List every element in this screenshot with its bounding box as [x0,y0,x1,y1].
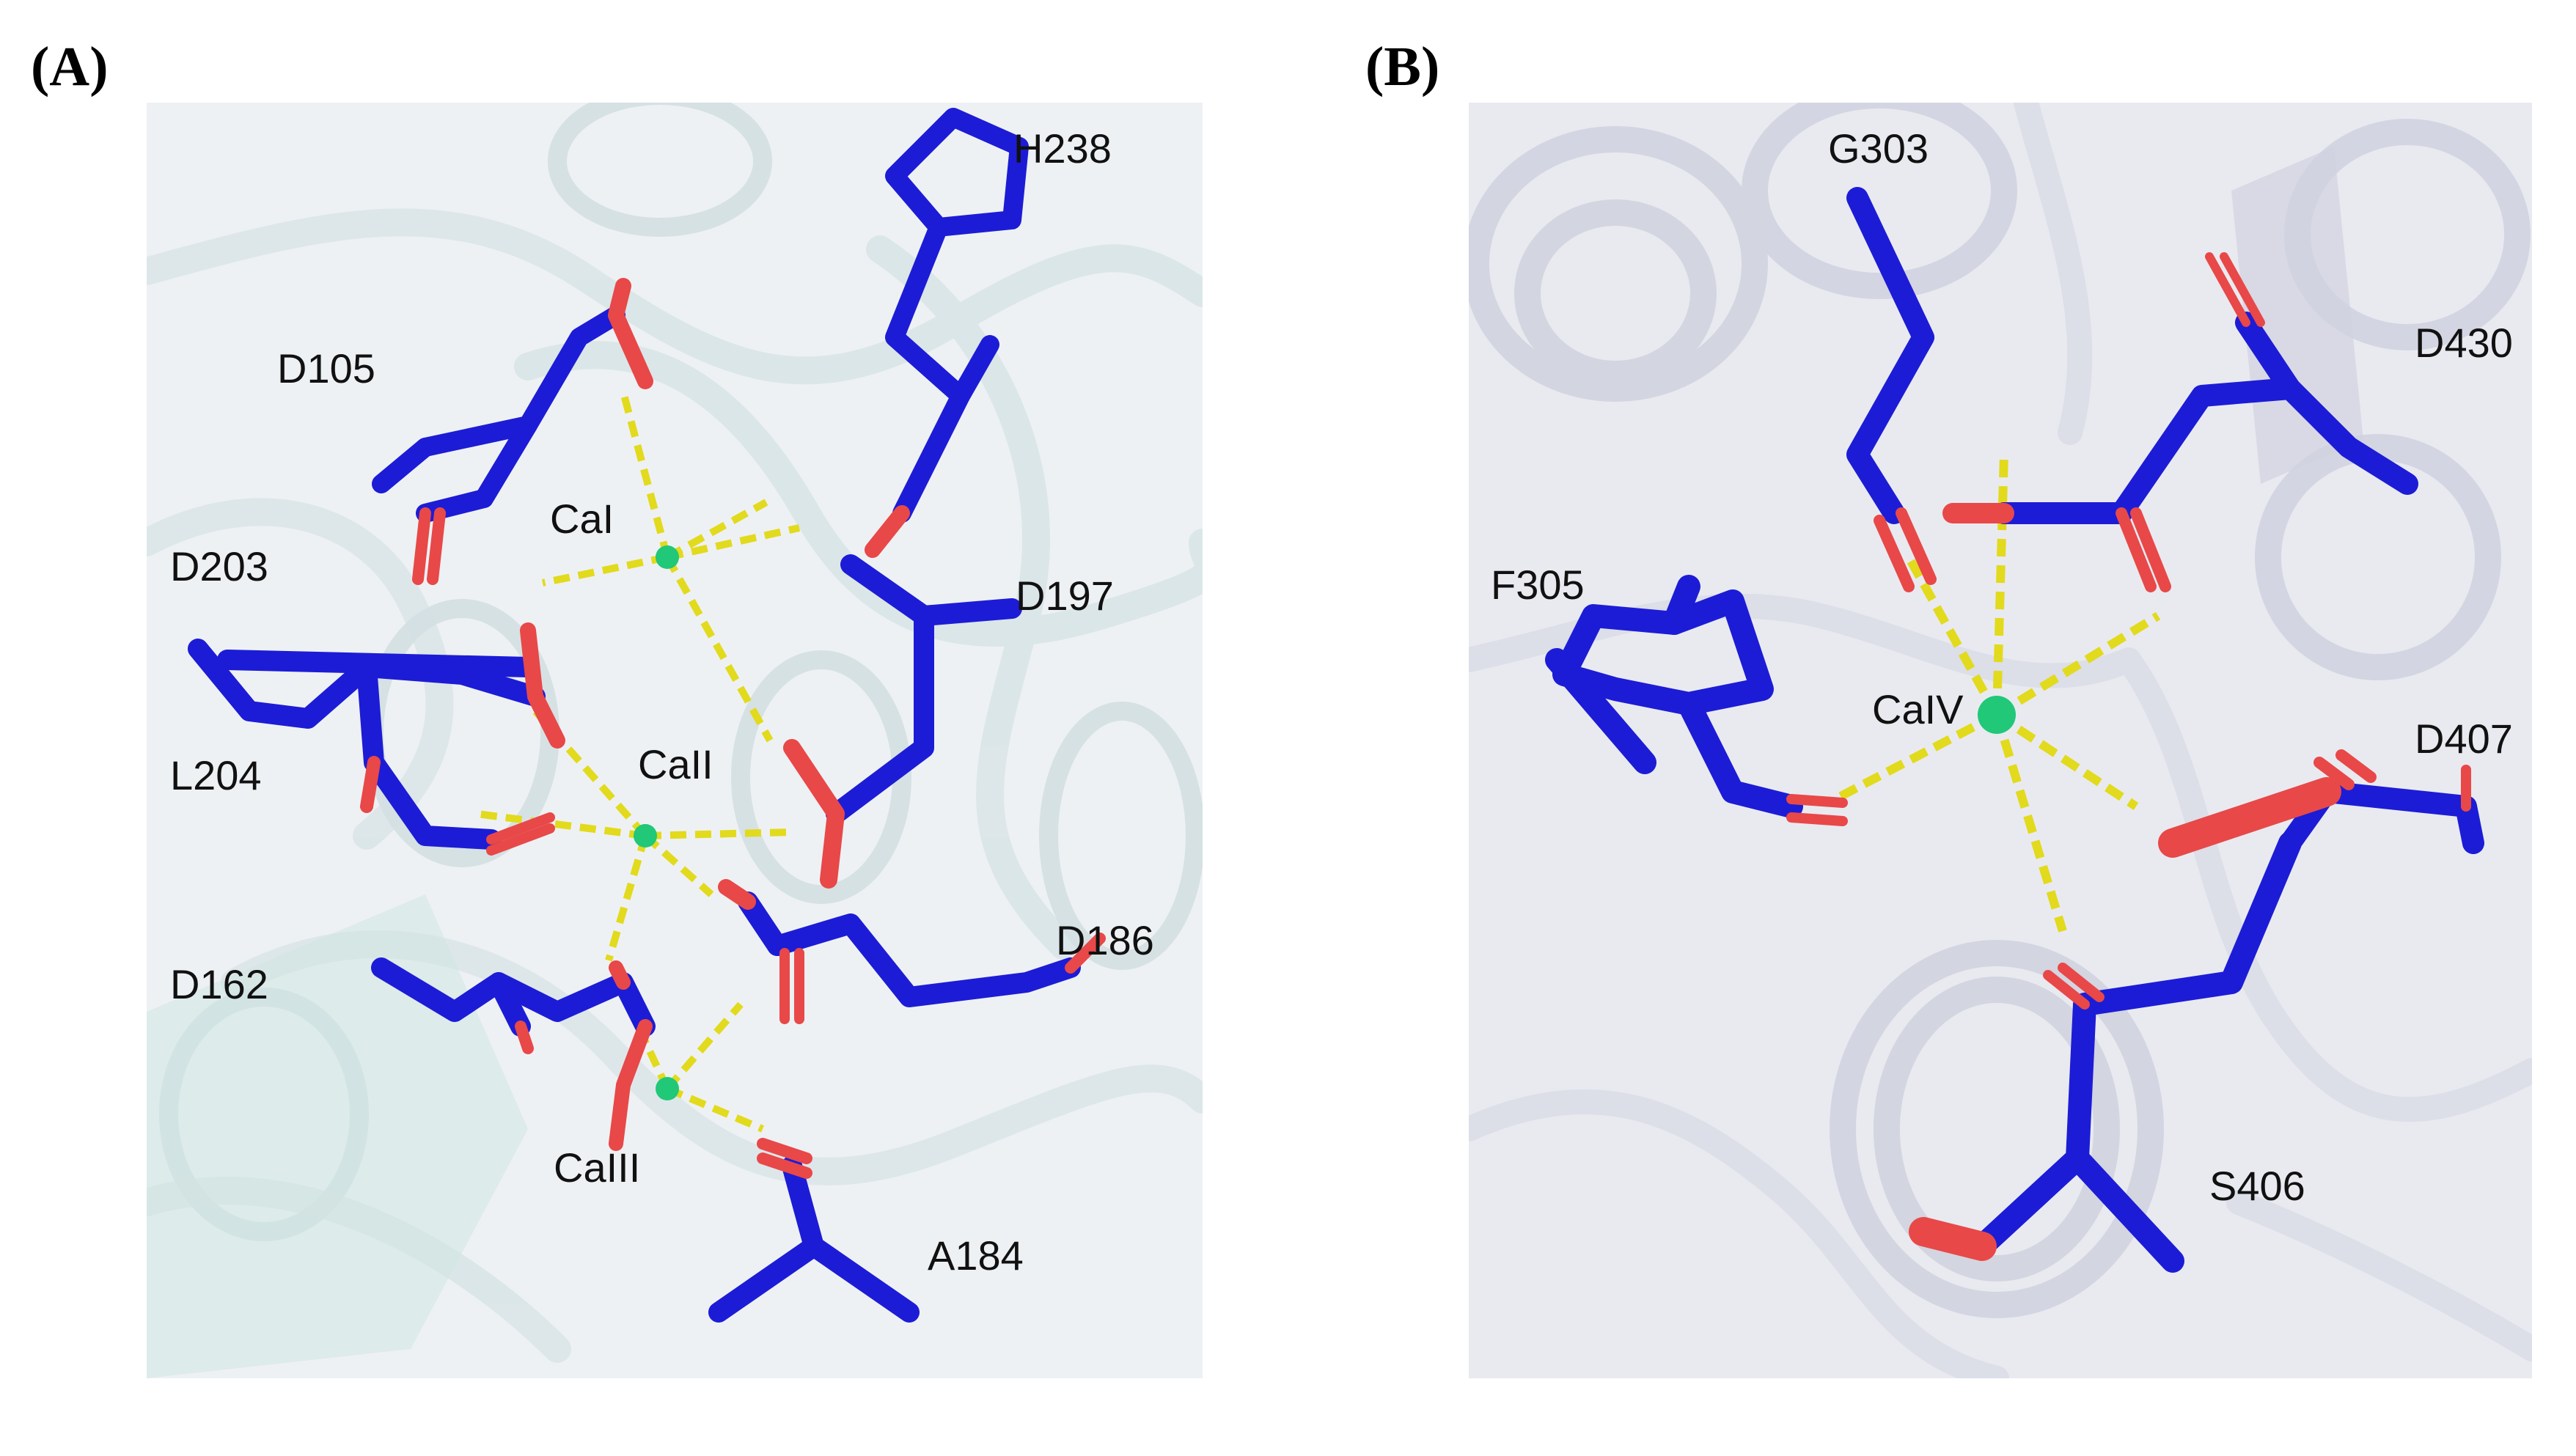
label-ca-i: CaI [550,496,614,542]
panel-a-sheet [147,894,528,1378]
residue-d407-sticks [2158,749,2484,858]
panel-b-coordination-bonds [1826,454,2161,933]
residue-f305-sticks [1545,575,1848,826]
residue-h238-sticks [865,108,1029,558]
label-f305: F305 [1491,562,1585,608]
residue-a184-sticks [708,1138,920,1323]
ca-ii-ion [634,824,657,848]
label-ca-ii: CaII [638,741,713,787]
panel-a-graphic [147,103,1203,1378]
label-ca-iv: CaIV [1872,686,1964,732]
residue-d186-sticks [718,879,1106,1024]
label-l204: L204 [170,752,262,798]
panel-b-structure: G303 D430 F305 CaIV D407 S406 [1469,103,2532,1378]
label-d186: D186 [1056,917,1154,963]
residue-g303-sticks [1846,187,1937,592]
label-d105: D105 [277,345,375,391]
label-h238: H238 [1013,125,1112,172]
panel-a-tag: (A) [31,36,109,98]
label-d203: D203 [170,543,268,589]
label-g303: G303 [1828,125,1929,172]
label-ca-iii: CaIII [554,1144,641,1191]
residue-d197-sticks [783,554,1022,889]
ca-i-ion [656,545,679,569]
label-d197: D197 [1016,573,1114,619]
ca-iii-ion [656,1077,679,1100]
ca-iv-ion [1978,696,2016,734]
label-d430: D430 [2415,320,2513,366]
panel-b-tag: (B) [1365,36,1440,98]
residue-d430-sticks [1942,252,2418,592]
residue-d105-sticks [372,278,653,585]
calcium-ions [634,545,679,1100]
label-d407: D407 [2415,716,2513,762]
label-s406: S406 [2209,1163,2305,1209]
residue-d203-sticks [188,622,565,856]
label-a184: A184 [928,1232,1024,1279]
panel-b-graphic [1469,103,2532,1378]
residue-d162-sticks [371,957,656,1151]
calcium-ions-b [1978,696,2016,734]
panel-b-ribbons [1469,103,2532,1378]
panel-a-structure: H238 D105 CaI D203 D197 CaII L204 D186 D… [147,103,1203,1378]
residue-s406-sticks [1909,831,2302,1273]
label-d162: D162 [170,961,268,1007]
